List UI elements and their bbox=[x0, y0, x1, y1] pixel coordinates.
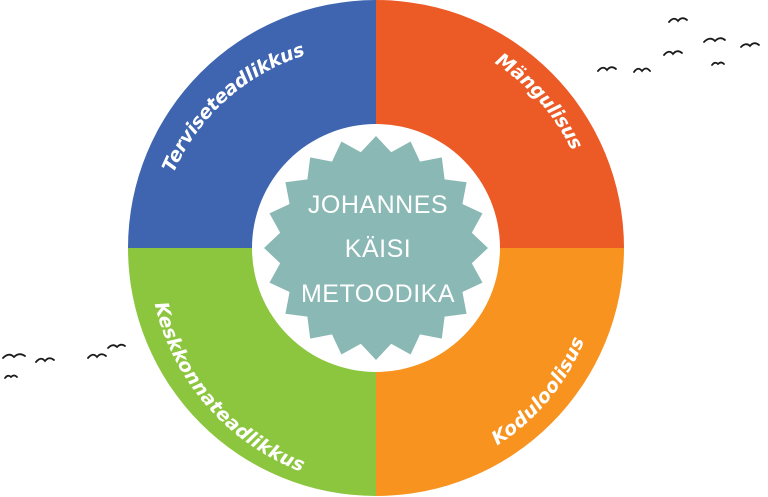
center-badge bbox=[264, 136, 488, 360]
center-title-line-1: JOHANNES bbox=[308, 191, 448, 219]
center-title-line-3: METOODIKA bbox=[301, 280, 455, 308]
birds-icon bbox=[2, 343, 126, 379]
birds-icon bbox=[597, 17, 760, 73]
center-title-line-2: KÄISI bbox=[345, 235, 411, 263]
